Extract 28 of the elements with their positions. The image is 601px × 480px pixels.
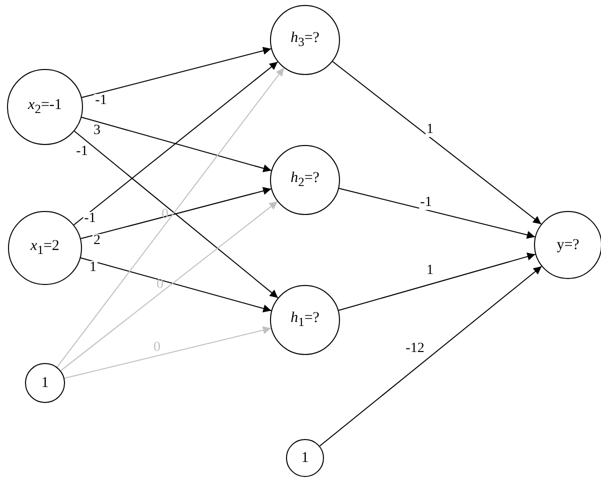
node-label: 1	[41, 374, 49, 392]
arrow	[81, 46, 272, 98]
node-label: h$_{2}$=?	[290, 170, 320, 190]
node-label: x$_{2}$=-1	[28, 97, 62, 117]
arrow	[80, 187, 272, 240]
weight-label: 0	[156, 278, 164, 292]
arrow	[338, 188, 536, 239]
arrow	[338, 252, 536, 311]
arrow	[73, 61, 278, 226]
neuron-circle	[25, 363, 65, 403]
arrow	[332, 61, 542, 225]
arrow	[319, 266, 542, 447]
weight-label: 1	[426, 123, 434, 137]
weight-label: 0	[152, 341, 162, 355]
arrow	[81, 116, 272, 172]
weight-label: -1	[419, 196, 433, 210]
arrow	[64, 326, 272, 379]
node-label: h$_{1}$=?	[290, 310, 320, 330]
arrow	[80, 257, 272, 312]
arrow	[56, 67, 284, 368]
neuron-circle	[286, 439, 324, 477]
arrow	[74, 130, 278, 298]
node-label: 1	[301, 450, 309, 466]
arrow	[60, 201, 278, 372]
node-label: x$_{1}$=2	[30, 238, 60, 258]
node-label: h$_{3}$=?	[290, 30, 320, 50]
neuron-circle	[270, 5, 340, 75]
node-label: y=?	[556, 236, 580, 254]
